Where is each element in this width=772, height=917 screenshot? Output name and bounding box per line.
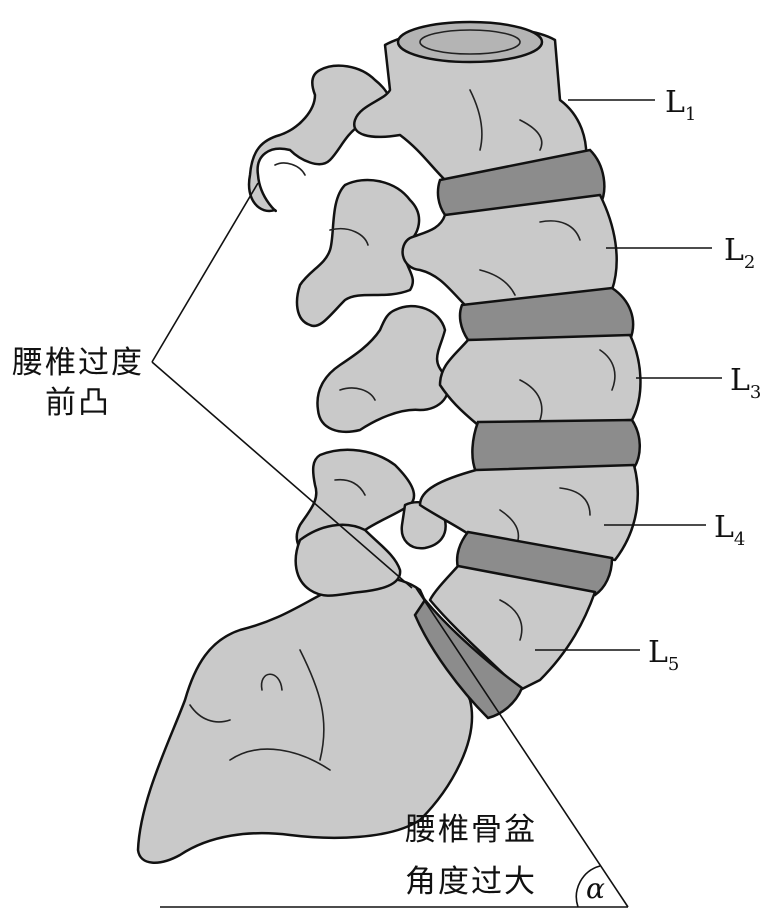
label-l5: L5 [648, 635, 679, 675]
angle-alpha-symbol: α [586, 872, 605, 905]
lordosis-label-line1: 腰椎过度 [12, 345, 144, 381]
label-l1: L1 [665, 85, 696, 125]
vertebra-l2 [401, 193, 618, 307]
vertebral-column [353, 20, 642, 720]
vertebra-l4 [418, 463, 639, 562]
angle-label-line1: 腰椎骨盆 [405, 812, 537, 848]
posterior-elements [247, 64, 450, 597]
label-l4: L4 [714, 510, 745, 550]
vertebra-l3 [438, 333, 642, 427]
lordosis-label-line2: 前凸 [45, 385, 111, 421]
vertebra-l5 [428, 564, 597, 692]
label-l3: L3 [730, 363, 761, 403]
label-l2: L2 [724, 233, 755, 273]
leader-lines [151, 99, 722, 908]
angle-label-line2: 角度过大 [405, 864, 537, 900]
sacrum [136, 575, 474, 864]
